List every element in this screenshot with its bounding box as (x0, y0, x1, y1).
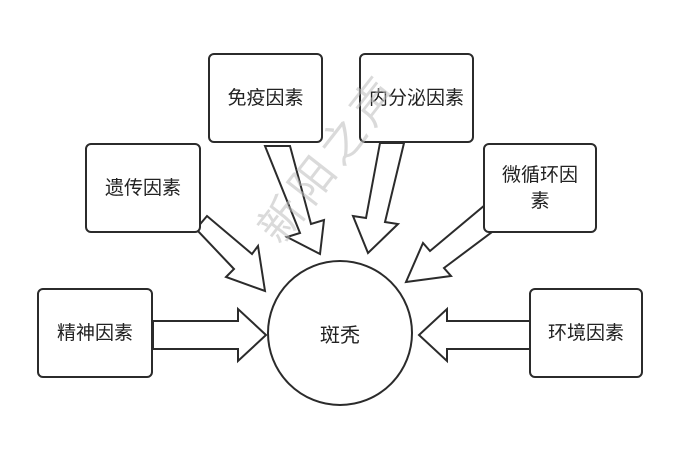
genetic-factor-label: 遗传因素 (104, 177, 181, 199)
endocrine-factor-box: 内分泌因素 (359, 53, 474, 143)
immune-factor-box: 免疫因素 (208, 53, 323, 143)
endocrine-factor-label: 内分泌因素 (369, 87, 465, 109)
arrow-mental (152, 306, 268, 364)
arrow-endocrine (351, 142, 406, 255)
center-label: 斑秃 (320, 322, 360, 347)
arrow-immune (263, 145, 326, 256)
microcirculation-factor-label: 微循环因素 (501, 164, 578, 212)
arrow-genetic (194, 214, 267, 293)
environment-factor-box: 环境因素 (529, 288, 643, 378)
genetic-factor-box: 遗传因素 (85, 143, 201, 233)
microcirculation-factor-box: 微循环因素 (483, 143, 597, 233)
mental-factor-label: 精神因素 (56, 322, 133, 344)
environment-factor-label: 环境因素 (547, 322, 624, 344)
immune-factor-label: 免疫因素 (227, 87, 304, 109)
mental-factor-box: 精神因素 (37, 288, 153, 378)
arrow-microcirculation (404, 203, 502, 284)
alopecia-areata-circle: 斑秃 (267, 260, 413, 406)
arrow-environment (417, 306, 532, 364)
